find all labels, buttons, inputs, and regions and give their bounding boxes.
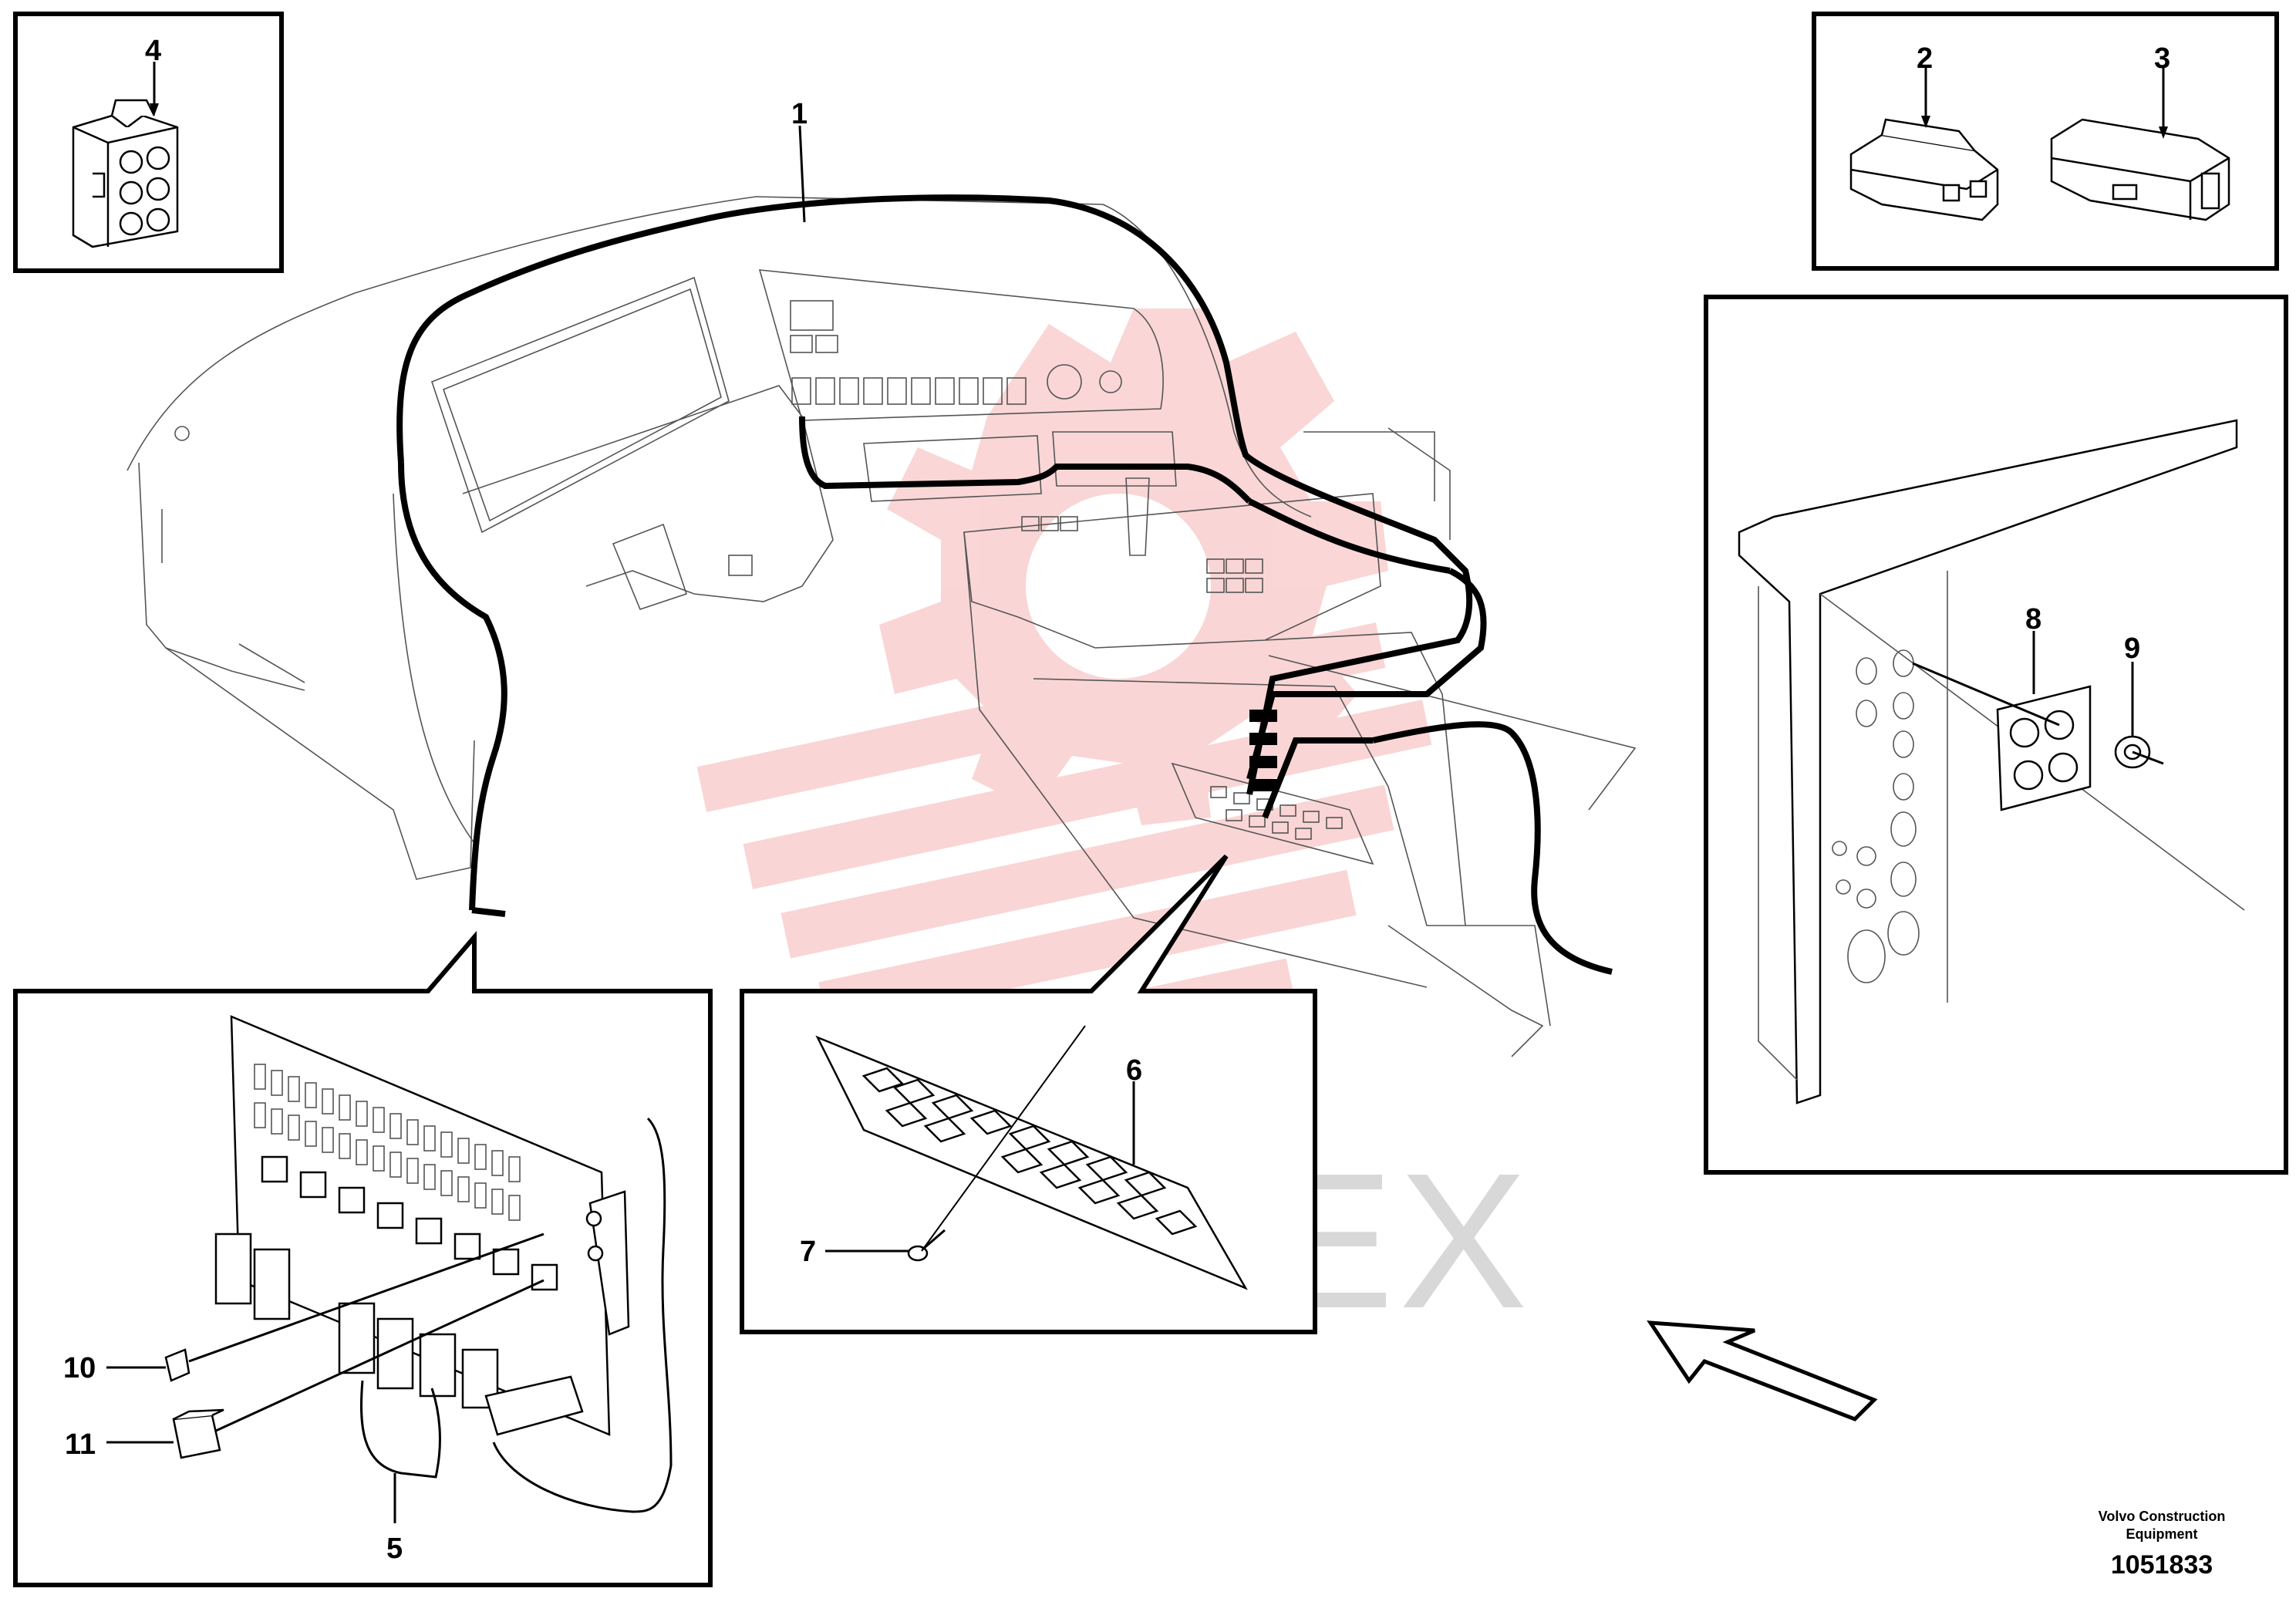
drawing-credit: Volvo Construction Equipment 1051833 (2099, 1509, 2226, 1580)
callout-6: 6 (1126, 1054, 1142, 1087)
view-direction-arrow (1647, 1320, 1878, 1421)
callout-1: 1 (791, 98, 807, 130)
callout-10: 10 (63, 1352, 96, 1384)
company-name-line1: Volvo Construction (2099, 1509, 2226, 1524)
callout-11: 11 (65, 1428, 96, 1461)
watermark-logo (696, 309, 1432, 1094)
detail-box-switch-plate: 6 7 (740, 854, 1317, 1334)
dashboard-assembly (126, 125, 1637, 1057)
fuse-10 (164, 1348, 190, 1382)
callout-7: 7 (800, 1236, 816, 1268)
detail-box-parts-2-3: 2 3 (1812, 12, 2279, 271)
callout-8: 8 (2025, 603, 2041, 636)
detail-box-relay-board: 10 11 5 (13, 930, 713, 1587)
callout-4: 4 (145, 35, 161, 67)
switch-plate-drawing (815, 1035, 1248, 1290)
callout-9: 9 (2124, 632, 2140, 665)
panel-drawing (1738, 419, 2245, 1104)
callout-3: 3 (2154, 42, 2170, 75)
grommet-plate-8 (1996, 685, 2092, 811)
callout-5: 5 (386, 1533, 403, 1565)
detail-box-part-4: 4 (13, 12, 284, 273)
relay-board-drawing (214, 1015, 673, 1513)
connector-3-drawing (2050, 118, 2230, 221)
drawing-number: 1051833 (2111, 1550, 2213, 1580)
connector-4-drawing (72, 99, 179, 248)
relay-11 (172, 1408, 224, 1459)
detail-box-panel: 8 9 (1704, 295, 2288, 1175)
connector-2-drawing (1849, 118, 1999, 221)
callout-2: 2 (1917, 42, 1933, 75)
company-name-line2: Equipment (2126, 1526, 2198, 1542)
